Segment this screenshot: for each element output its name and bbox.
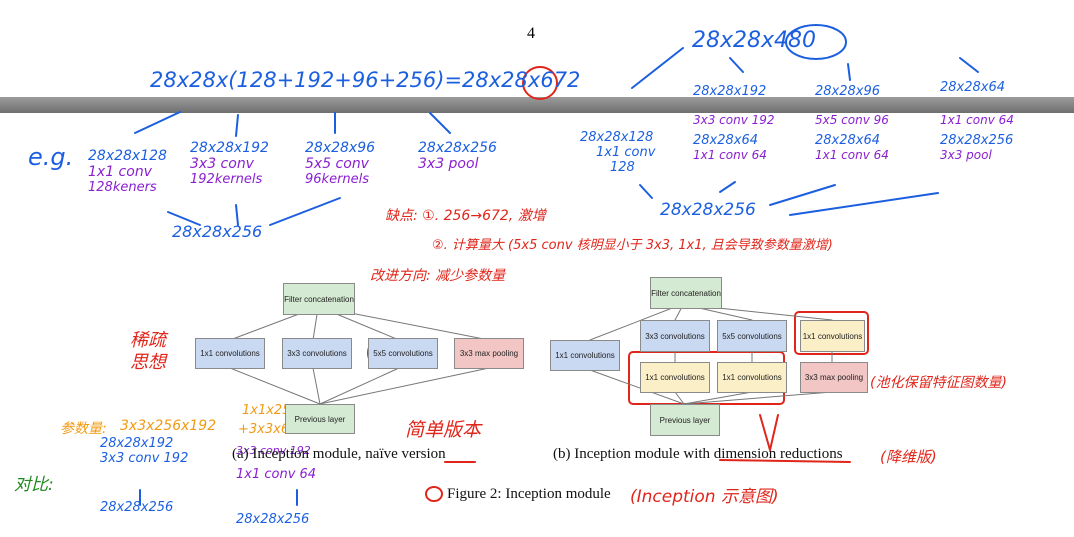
branch-output: 28x28x64 xyxy=(940,80,1006,95)
compare-left: 28x28x192 3x3 conv 192 28x28x256 xyxy=(100,436,188,515)
figure-caption: Figure 2: Inception module xyxy=(447,486,611,502)
branch-mid: 28x28x64 xyxy=(815,133,881,148)
branch-op: 1x1 conv xyxy=(596,145,656,160)
toolbar-strip xyxy=(0,97,1074,113)
pool-note: (池化保留特征图数量) xyxy=(870,375,1007,391)
cmp-output: 28x28x192 xyxy=(100,436,174,451)
naive-branch-3x3: 3x3 convolutions xyxy=(282,338,352,369)
reduced-input: 28x28x256 xyxy=(660,200,756,220)
branch-note: 128keners xyxy=(88,180,157,195)
reduced-bottom-pool: 3x3 max pooling xyxy=(800,362,868,393)
reduce-note: (降维版) xyxy=(880,448,937,466)
branch-extra: 128 xyxy=(610,160,635,175)
naive-branch-1: 28x28x128 1x1 conv 128keners xyxy=(88,148,167,195)
reduced-top-1x1: 1x1 convolutions xyxy=(800,320,865,352)
reduced-left-1x1: 1x1 convolutions xyxy=(550,340,620,371)
compare-label: 对比: xyxy=(14,475,54,495)
branch-mid: 28x28x256 xyxy=(940,133,1014,148)
naive-connectors xyxy=(229,307,490,405)
branch-op: 3x3 conv xyxy=(190,156,254,172)
drawback-2: ②. 计算量大 (5x5 conv 核明显小于 3x3, 1x1, 且会导致参数… xyxy=(432,238,833,253)
naive-arrows xyxy=(134,47,979,506)
reduced-branch-1: 28x28x128 1x1 conv 128 xyxy=(580,130,655,175)
branch-note: 192kernels xyxy=(190,172,263,187)
branch-op2: 1x1 conv 64 xyxy=(815,148,889,162)
branch-output: 28x28x192 xyxy=(190,140,269,156)
reduced-top-3x3: 3x3 convolutions xyxy=(640,320,710,352)
branch-op2: 3x3 pool xyxy=(940,148,992,162)
branch-op: 5x5 conv xyxy=(305,156,369,172)
drawback-1: 缺点: ①. 256→672, 激增 xyxy=(385,208,546,224)
eg-label: e.g. xyxy=(28,143,74,171)
branch-note: 96kernels xyxy=(305,172,370,187)
cmp-input: 28x28x256 xyxy=(100,500,174,515)
branch-output: 28x28x128 xyxy=(88,148,167,164)
naive-branch-1x1: 1x1 convolutions xyxy=(195,338,265,369)
cmp-op2: 1x1 conv 64 xyxy=(236,467,317,482)
reduced-output: 28x28x480 xyxy=(692,28,817,53)
simple-version-note: 简单版本 xyxy=(405,419,482,441)
reduced-top-5x5: 5x5 convolutions xyxy=(717,320,787,352)
branch-mid: 28x28x64 xyxy=(693,133,759,148)
reduced-branch-3: 28x28x96 5x5 conv 96 28x28x64 1x1 conv 6… xyxy=(815,84,889,162)
naive-branch-3: 28x28x96 5x5 conv 96kernels xyxy=(305,140,375,187)
params-1: 3x3x256x192 xyxy=(120,418,217,434)
branch-op2: 1x1 conv 64 xyxy=(693,148,767,162)
naive-branch-2: 28x28x192 3x3 conv 192kernels xyxy=(190,140,269,187)
reduced-branch-4: 28x28x64 1x1 conv 64 28x28x256 3x3 pool xyxy=(940,80,1014,162)
reduced-filter-concat: Filter concatenation xyxy=(650,277,722,309)
branch-op: 1x1 conv xyxy=(88,164,152,180)
branch-output: 28x28x192 xyxy=(693,84,767,99)
branch-op: 3x3 pool xyxy=(418,156,479,172)
naive-previous-layer: Previous layer xyxy=(285,404,355,434)
sparse-note: 稀疏 思想 xyxy=(130,330,166,373)
branch-output: 28x28x256 xyxy=(418,140,497,156)
reduced-previous-layer: Previous layer xyxy=(650,404,720,436)
reduced-bottom-1x1-a: 1x1 convolutions xyxy=(640,362,710,393)
cmp-op: 3x3 conv 192 xyxy=(100,451,189,466)
branch-output: 28x28x96 xyxy=(305,140,376,156)
branch-op: 5x5 conv 96 xyxy=(815,113,889,127)
solution-note: 改进方向: 减少参数量 xyxy=(370,268,506,284)
naive-input: 28x28x256 xyxy=(172,222,263,241)
branch-output: 28x28x96 xyxy=(815,84,881,99)
inception-note: (Inception 示意图) xyxy=(630,487,779,507)
naive-branch-5x5: 5x5 convolutions xyxy=(368,338,438,369)
naive-branch-pool: 3x3 max pooling xyxy=(454,338,524,369)
top-formula: 28x28x(128+192+96+256)=28x28x672 xyxy=(150,68,581,92)
branch-op: 3x3 conv 192 xyxy=(693,113,775,127)
page-number: 4 xyxy=(527,25,535,42)
reduced-caption: (b) Inception module with dimension redu… xyxy=(553,446,843,462)
naive-branch-4: 28x28x256 3x3 pool xyxy=(418,140,497,172)
branch-output: 28x28x128 xyxy=(580,130,654,145)
params-label: 参数量: xyxy=(60,421,107,437)
naive-caption: (a) Inception module, naïve version xyxy=(232,446,446,462)
reduced-bottom-1x1-b: 1x1 convolutions xyxy=(717,362,787,393)
compare-right: 3x3 conv 192 1x1 conv 64 28x28x256 xyxy=(236,444,316,527)
cmp-op1: 3x3 conv 192 xyxy=(236,444,311,457)
reduced-branch-2: 28x28x192 3x3 conv 192 28x28x64 1x1 conv… xyxy=(693,84,775,162)
branch-op: 1x1 conv 64 xyxy=(940,113,1014,127)
naive-filter-concat: Filter concatenation xyxy=(283,283,355,315)
cmp-input: 28x28x256 xyxy=(236,512,310,527)
